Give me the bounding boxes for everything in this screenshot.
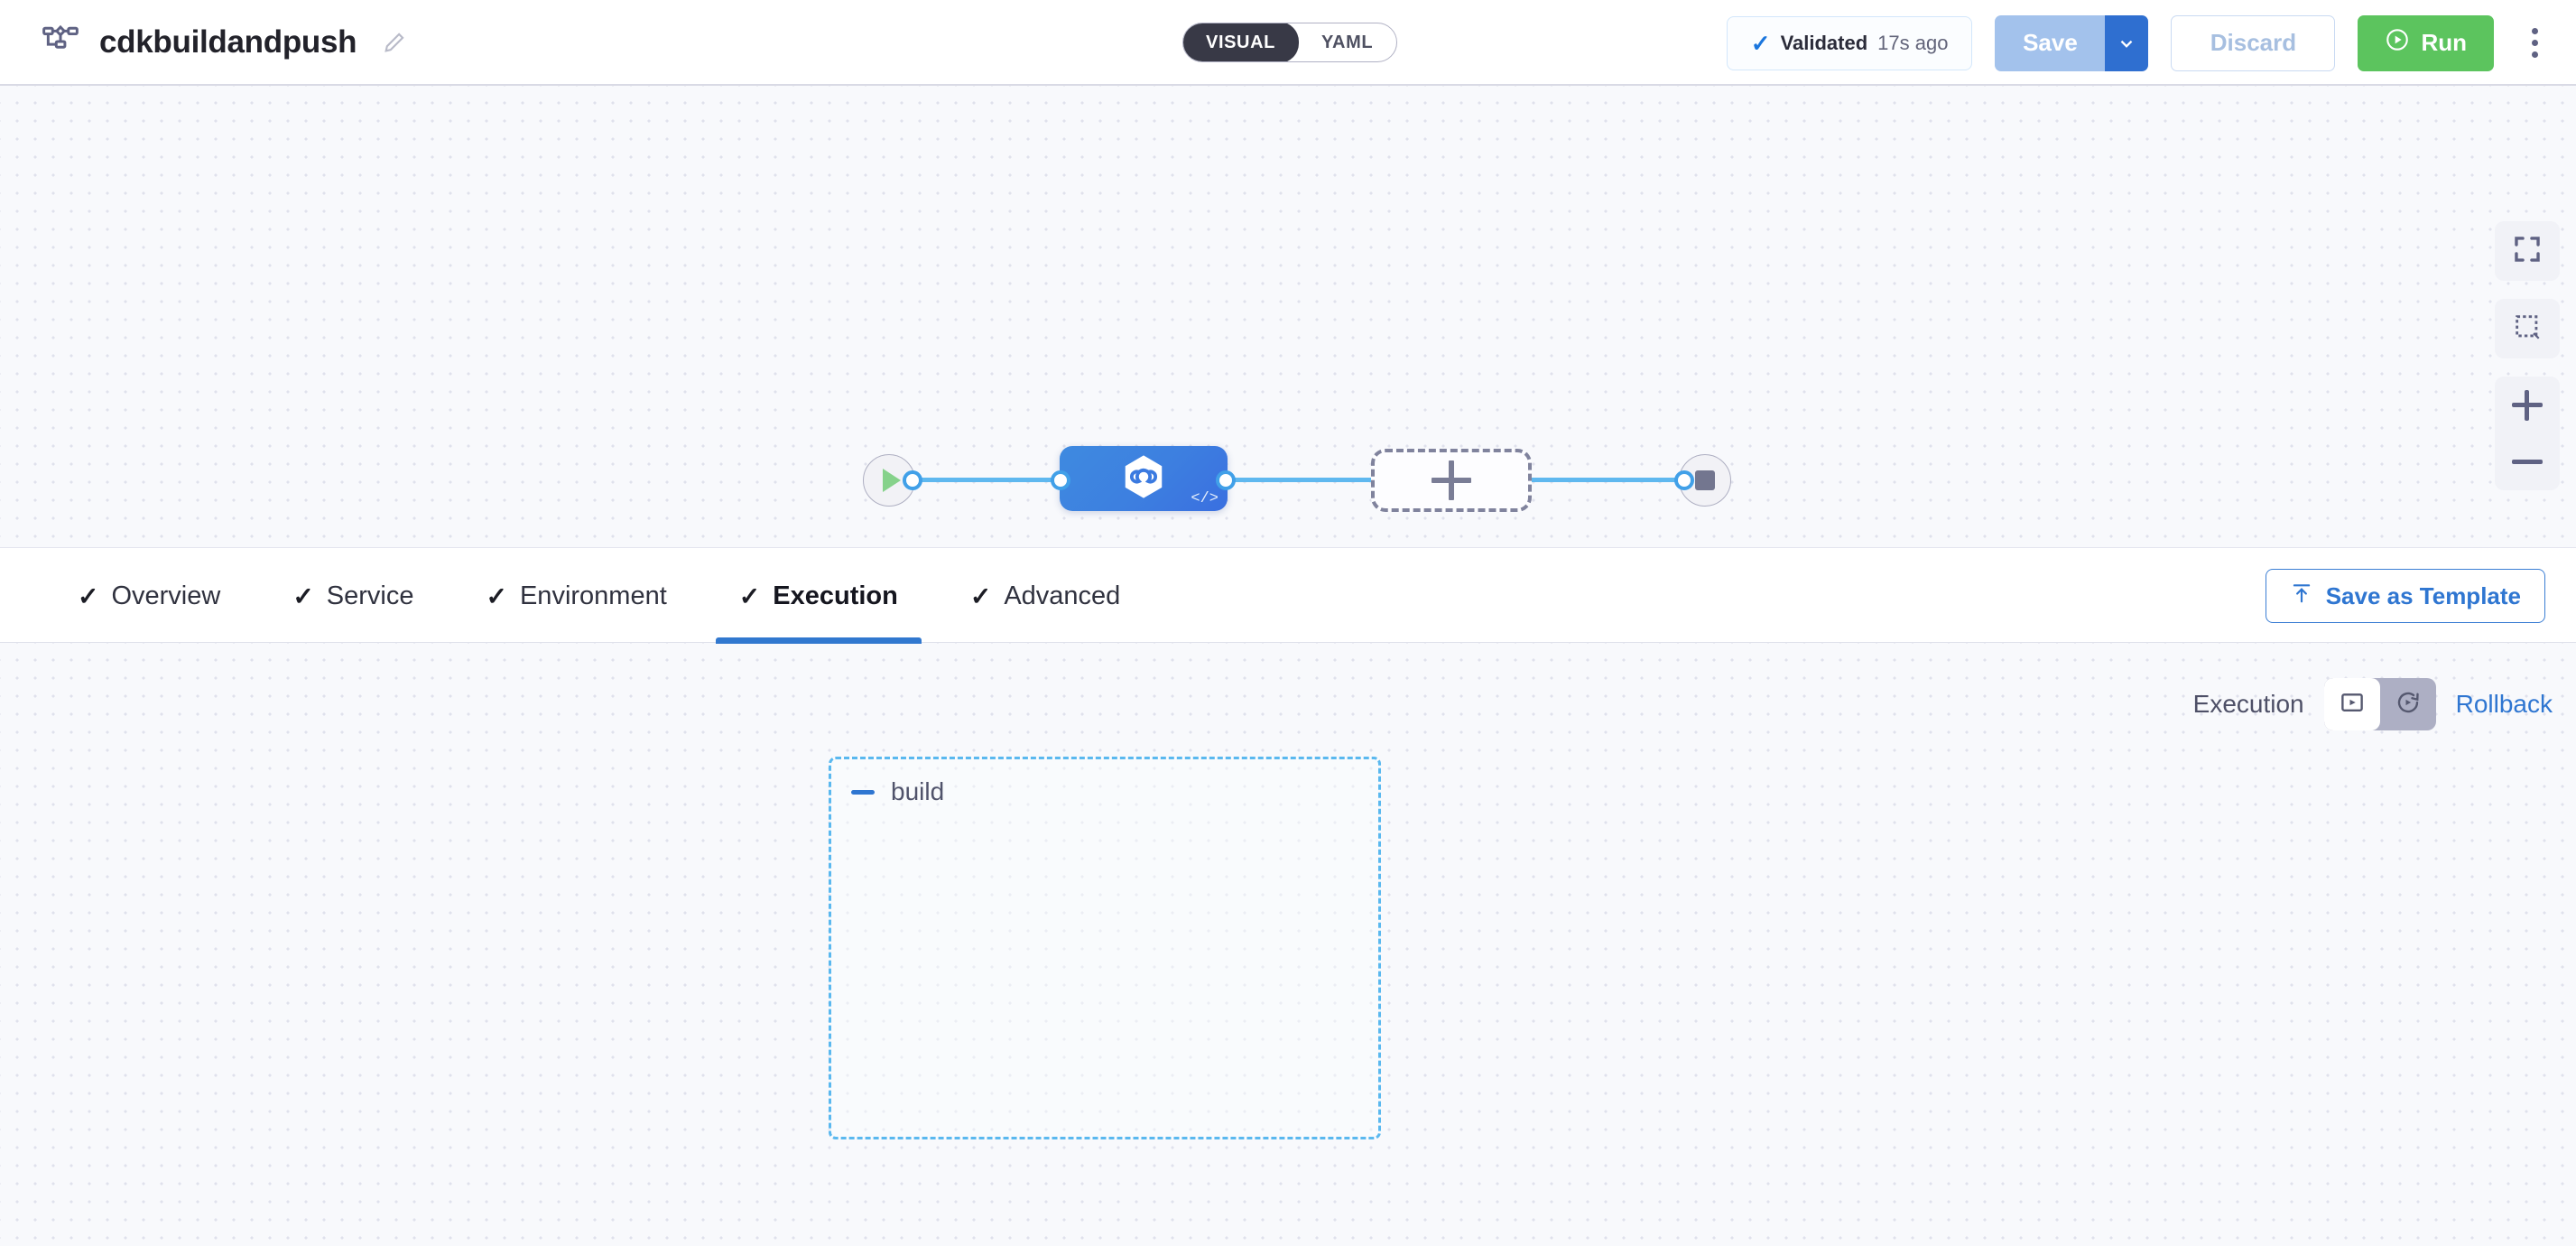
zoom-controls <box>2495 377 2560 490</box>
save-as-template-label: Save as Template <box>2325 581 2521 609</box>
zoom-in-button[interactable] <box>2495 377 2560 433</box>
check-icon: ✓ <box>969 581 992 610</box>
check-icon: ✓ <box>78 581 99 610</box>
pipeline-icon <box>42 23 79 61</box>
rollback-toggle-option[interactable] <box>2380 678 2436 730</box>
mode-option-visual[interactable]: VISUAL <box>1183 23 1299 61</box>
execution-rollback-bar: Execution Rol <box>2193 673 2553 736</box>
play-icon <box>883 469 901 492</box>
check-icon: ✓ <box>292 581 314 610</box>
link-ckd-to-addstage <box>1226 478 1372 482</box>
check-icon: ✓ <box>738 581 761 610</box>
status-badge: ✓ Validated 17s ago <box>1726 15 1973 70</box>
stage-group-build[interactable]: build <box>829 757 1381 1139</box>
fit-screen-icon <box>2512 234 2543 269</box>
harness-cd-icon <box>1119 452 1168 506</box>
execution-canvas[interactable]: build </> <box>0 643 2576 1246</box>
check-icon: ✓ <box>486 581 507 610</box>
tab-environment[interactable]: ✓ Environment <box>450 548 703 644</box>
app-header: cdkbuildandpush VISUAL YAML ✓ Validated … <box>0 0 2576 86</box>
minus-icon[interactable] <box>851 789 875 795</box>
discard-button[interactable]: Discard <box>2171 14 2336 71</box>
check-icon: ✓ <box>1750 29 1771 57</box>
link-start-to-ckd <box>913 478 1061 482</box>
marquee-select-icon <box>2512 312 2543 347</box>
select-area-button[interactable] <box>2495 299 2560 358</box>
tab-execution[interactable]: ✓ Execution <box>703 548 934 644</box>
stage-node-ckd[interactable]: </> <box>1060 446 1228 511</box>
validated-time: 17s ago <box>1877 31 1949 54</box>
tab-service[interactable]: ✓ Service <box>256 548 449 644</box>
tab-list: ✓ Overview ✓ Service ✓ Environment ✓ Exe… <box>42 548 1156 644</box>
header-left: cdkbuildandpush <box>0 23 407 61</box>
group-header: build <box>851 777 944 806</box>
tab-overview[interactable]: ✓ Overview <box>42 548 256 644</box>
rollback-icon <box>2395 689 2422 721</box>
execution-label: Execution <box>2192 690 2304 718</box>
link-addstage-to-end <box>1532 478 1690 482</box>
ckd-input-port[interactable] <box>1051 470 1070 490</box>
end-node-port[interactable] <box>1674 470 1694 490</box>
run-button-label: Run <box>2421 29 2467 56</box>
execution-toggle-option[interactable] <box>2323 678 2380 730</box>
view-mode-toggle[interactable]: VISUAL YAML <box>1182 23 1398 62</box>
play-circle-icon <box>2385 27 2410 59</box>
chevron-down-icon[interactable] <box>2105 14 2149 71</box>
save-button[interactable]: Save <box>1995 14 2106 71</box>
plus-icon <box>2512 389 2543 421</box>
ckd-output-port[interactable] <box>1216 470 1236 490</box>
tab-label: Overview <box>111 581 221 610</box>
header-actions: ✓ Validated 17s ago Save Discard <box>1726 0 2553 86</box>
run-button[interactable]: Run <box>2358 14 2494 71</box>
pencil-icon[interactable] <box>382 30 407 55</box>
rollback-label[interactable]: Rollback <box>2455 690 2553 718</box>
pipeline-canvas[interactable]: </> ckd Add Stage <box>0 86 2576 547</box>
stop-icon <box>1695 470 1715 490</box>
start-node-port[interactable] <box>903 470 922 490</box>
tab-label: Environment <box>519 581 667 610</box>
validated-label: Validated <box>1780 31 1868 54</box>
group-name-label: build <box>891 777 945 805</box>
save-button-group[interactable]: Save <box>1995 14 2149 71</box>
fit-to-screen-button[interactable] <box>2495 221 2560 281</box>
mode-option-yaml[interactable]: YAML <box>1320 32 1374 52</box>
tab-advanced[interactable]: ✓ Advanced <box>934 548 1156 644</box>
kebab-menu-icon[interactable] <box>2516 15 2553 71</box>
minus-icon <box>2512 460 2543 464</box>
tab-label: Service <box>326 581 414 610</box>
stage-code-tag: </> <box>1191 490 1219 507</box>
page-title: cdkbuildandpush <box>99 23 357 60</box>
stage-tabbar: ✓ Overview ✓ Service ✓ Environment ✓ Exe… <box>0 547 2576 644</box>
add-stage-button[interactable] <box>1371 449 1532 512</box>
save-as-template-button[interactable]: Save as Template <box>2265 569 2545 623</box>
canvas-controls <box>2495 221 2560 490</box>
tab-label: Execution <box>773 581 898 610</box>
execution-rollback-toggle[interactable] <box>2323 678 2436 730</box>
execution-icon <box>2339 689 2366 721</box>
plus-icon <box>1432 460 1471 500</box>
tab-label: Advanced <box>1004 581 1121 610</box>
zoom-out-button[interactable] <box>2495 433 2560 490</box>
upload-template-icon <box>2290 581 2313 611</box>
